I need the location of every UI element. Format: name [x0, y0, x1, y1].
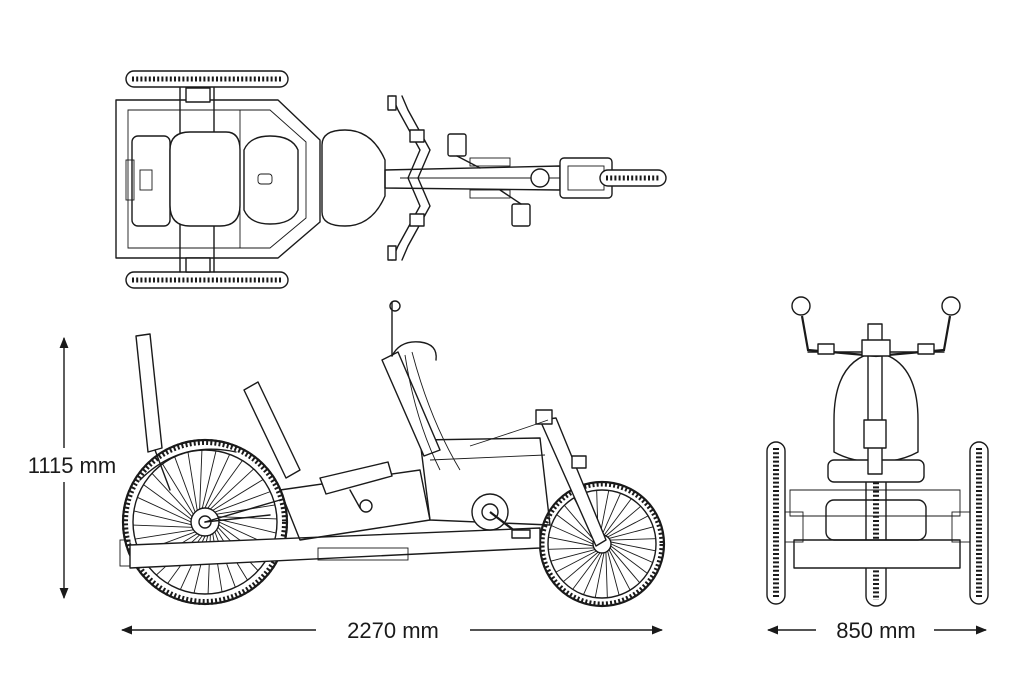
side-view-rear-backrest [135, 333, 163, 453]
wheel-spoke [204, 454, 231, 509]
width-label: 850 mm [836, 618, 915, 643]
wheel-spoke [207, 460, 243, 509]
wheel-spoke [174, 456, 196, 513]
wheel-spoke [601, 493, 621, 536]
wheel-spoke [212, 479, 264, 511]
wheel-spoke [137, 496, 192, 523]
wheel-spoke [609, 547, 641, 583]
length-label: 2270 mm [347, 618, 439, 643]
wheel-spoke [548, 536, 594, 547]
wheel-spoke [162, 463, 194, 515]
wheel-spoke [548, 547, 594, 550]
wheel-spoke [563, 505, 595, 541]
wheel-spoke [210, 468, 254, 510]
wheel-spoke [556, 514, 594, 543]
top-view-upper-rear-wheel [125, 70, 289, 88]
top-view-backrest [321, 129, 386, 227]
wheel-spoke [572, 552, 601, 590]
height-dimension: 1115 mm [20, 336, 122, 600]
top-view-rear-seat [169, 131, 241, 227]
top-view-rear-box [125, 135, 171, 227]
front-view-right-wheel [969, 441, 989, 605]
wheel-spoke [608, 526, 654, 539]
wheel-spoke [218, 518, 277, 534]
wheel-spoke [610, 541, 656, 552]
wheel-spoke [201, 450, 217, 509]
wheel-spoke [187, 451, 198, 511]
side-view-front-fork [469, 409, 607, 547]
side-view-front-backrest [243, 381, 301, 479]
top-view [115, 70, 667, 289]
width-dimension: 850 mm [766, 618, 988, 643]
top-view-pedal-upper [447, 133, 467, 157]
wheel-spoke [594, 552, 605, 598]
front-view [766, 296, 989, 607]
wheel-spoke [555, 550, 597, 573]
wheel-spoke [605, 505, 641, 537]
wheel-spoke [603, 498, 632, 536]
wheel-spoke [607, 550, 620, 596]
side-view-steering-column [381, 300, 461, 471]
wheel-spoke [563, 551, 599, 583]
top-view-pedal-lower [511, 203, 531, 227]
side-view-mid-motor [471, 493, 531, 539]
height-label: 1115 mm [28, 453, 116, 478]
wheel-spoke [583, 552, 603, 595]
top-view-lower-rear-wheel [125, 271, 289, 289]
wheel-spoke [133, 510, 192, 526]
side-view-front-wheel [538, 480, 666, 608]
wheel-spoke [607, 515, 649, 538]
wheel-spoke [134, 529, 194, 540]
length-dimension: 2270 mm [120, 618, 664, 643]
wheel-spoke [151, 473, 193, 517]
wheel-spoke [199, 450, 203, 510]
wheel-spoke [610, 543, 653, 563]
top-view-front-seat [243, 135, 299, 225]
wheel-spoke [610, 545, 648, 574]
top-view-handlebar [387, 95, 431, 261]
wheel-spoke [610, 538, 656, 541]
front-view-left-wheel [766, 441, 786, 605]
front-view-center-wheel [865, 471, 887, 607]
side-view-seat [319, 461, 393, 495]
wheel-spoke [143, 484, 192, 520]
wheel-spoke [550, 549, 596, 562]
front-view-base [784, 489, 971, 569]
wheel-spoke [214, 491, 271, 513]
wheel-spoke [608, 549, 631, 591]
wheel-spoke [551, 525, 594, 545]
side-view [119, 300, 666, 608]
front-view-handlebar [791, 296, 961, 358]
top-view-front-wheel [599, 169, 667, 187]
wheel-spoke [133, 524, 193, 528]
wheel-spoke [605, 552, 608, 598]
